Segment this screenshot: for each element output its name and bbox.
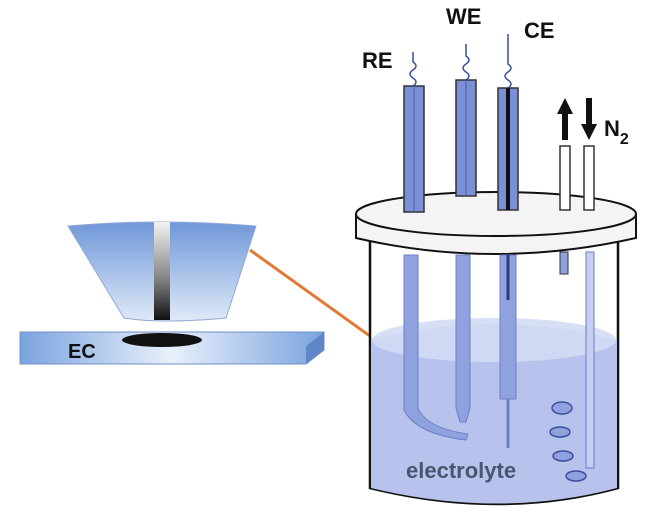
gas-bubble [552,450,574,462]
gas-bubble [551,401,573,415]
gas-outlet-tube [559,145,571,211]
sample-deposit [122,333,202,347]
electrode-tip-inset: EC [19,221,325,365]
coil-wire-icon [504,34,512,89]
n2-subscript: 2 [620,131,629,148]
working-electrode [455,44,477,197]
reference-electrode-lower [403,254,469,441]
counter-electrode [497,34,519,211]
beaker: electrolyte [355,191,637,506]
we-label: WE [446,4,481,29]
gas-inlet-tube-lower [585,251,595,469]
gas-outlet-tube-lower [559,251,569,275]
re-label: RE [362,48,393,73]
ec-label: EC [68,341,96,363]
gas-bubble [565,470,587,482]
n2-label: N2 [604,116,629,148]
electrolyte-label: electrolyte [406,458,516,483]
ce-label: CE [524,18,555,43]
arrow-down-icon [581,98,597,140]
gas-tubes [557,98,597,211]
gas-inlet-tube [583,145,595,211]
coil-wire-icon [462,44,470,81]
coil-wire-icon [409,52,417,87]
n2-base: N [604,116,620,141]
gas-bubble [549,426,571,438]
electrolyte-surface [372,318,616,362]
electrode-rod [154,222,170,320]
working-electrode-lower [455,254,471,423]
arrow-up-icon [557,98,573,140]
reference-electrode [403,52,425,213]
